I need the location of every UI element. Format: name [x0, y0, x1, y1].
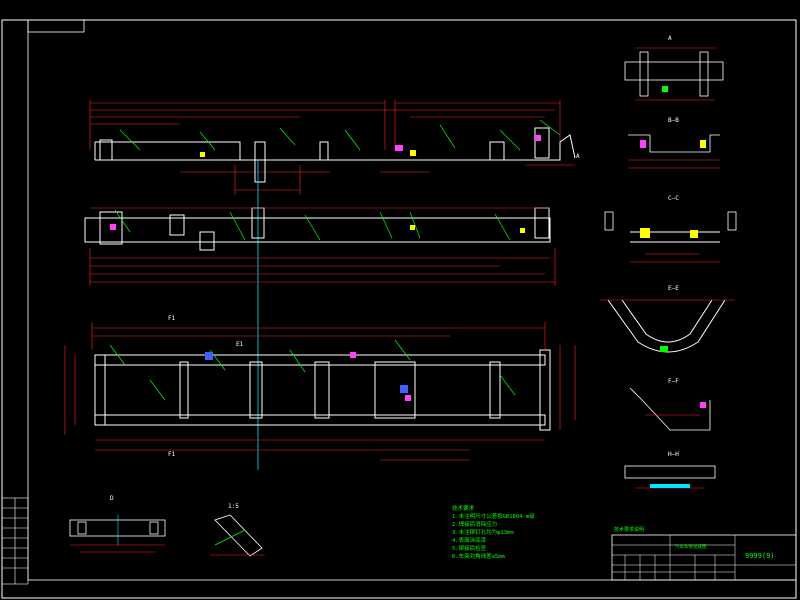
- section-a-view: A: [624, 35, 724, 101]
- plan-view-rails: [94, 349, 551, 431]
- plan-view-blue-marks: [205, 352, 408, 393]
- section-e-label: E—E: [668, 285, 679, 292]
- detail-d-label: D: [110, 495, 114, 502]
- top-view-annotations: [114, 209, 511, 241]
- plan-view-annotations: [109, 339, 516, 401]
- note-line-3: 3.未注铆钉孔均为φ13mm: [452, 528, 514, 536]
- drawing-border: [1, 19, 797, 599]
- top-view: [84, 207, 556, 286]
- top-view-outline: [84, 207, 551, 251]
- technical-notes: 技术要求 1.未注明尺寸公差按GB1804-m级 2.焊接后消除应力 3.未注铆…: [452, 504, 535, 560]
- section-a-label: A: [668, 35, 672, 42]
- title-block-header: 技术要求说明: [614, 526, 644, 533]
- plan-view-highlights: [350, 352, 411, 401]
- section-c-label: C—C: [668, 195, 679, 202]
- detail-ratio-label: 1:5: [228, 503, 239, 510]
- note-line-0: 技术要求: [452, 504, 475, 512]
- side-view-yellow-marks: [200, 150, 416, 157]
- title-block: 技术要求说明 汽车车架总成图 9999(9): [611, 526, 797, 581]
- side-view-dimensions: [89, 100, 575, 195]
- side-view-highlights: [395, 135, 541, 151]
- inner-frame: [27, 19, 797, 581]
- title-block-company: 汽车车架总成图: [675, 543, 707, 550]
- title-block-drawing-title: 9999(9): [745, 552, 775, 560]
- section-b-view: B—B: [628, 117, 720, 169]
- section-h-view: H—H: [624, 451, 716, 489]
- detail-bracket-view: 1:5: [210, 503, 265, 557]
- plan-mark-3: E1: [236, 341, 244, 348]
- side-view-mark: A: [576, 153, 580, 160]
- plan-view: F1 F1 E1: [64, 315, 576, 461]
- note-line-1: 1.未注明尺寸公差按GB1804-m级: [452, 512, 535, 520]
- plan-view-dimensions: [64, 322, 576, 461]
- section-e-view: E—E: [600, 285, 735, 353]
- section-f-label: F—F: [668, 378, 679, 385]
- plan-mark-1: F1: [168, 315, 176, 322]
- section-h-label: H—H: [668, 451, 679, 458]
- top-view-highlights: [110, 224, 116, 230]
- detail-d-view: D: [69, 495, 166, 553]
- note-line-5: 5.铆接后检查: [452, 544, 487, 552]
- section-f-view: F—F: [629, 378, 711, 431]
- top-view-dimensions: [89, 207, 556, 286]
- left-margin-table: [1, 497, 29, 585]
- top-view-yellow-marks: [410, 225, 525, 233]
- section-b-label: B—B: [668, 117, 679, 124]
- side-view-outline: [94, 127, 576, 183]
- note-line-6: 6.车架对角线差≤5mm: [452, 552, 506, 560]
- note-line-2: 2.焊接后消除应力: [452, 520, 497, 528]
- section-c-view: C—C: [604, 195, 737, 263]
- side-view-annotations: [119, 119, 561, 151]
- note-line-4: 4.表面涂底漆: [452, 536, 487, 544]
- corner-label-box: [27, 19, 85, 33]
- plan-mark-2: F1: [168, 451, 176, 458]
- side-view: A: [89, 100, 580, 195]
